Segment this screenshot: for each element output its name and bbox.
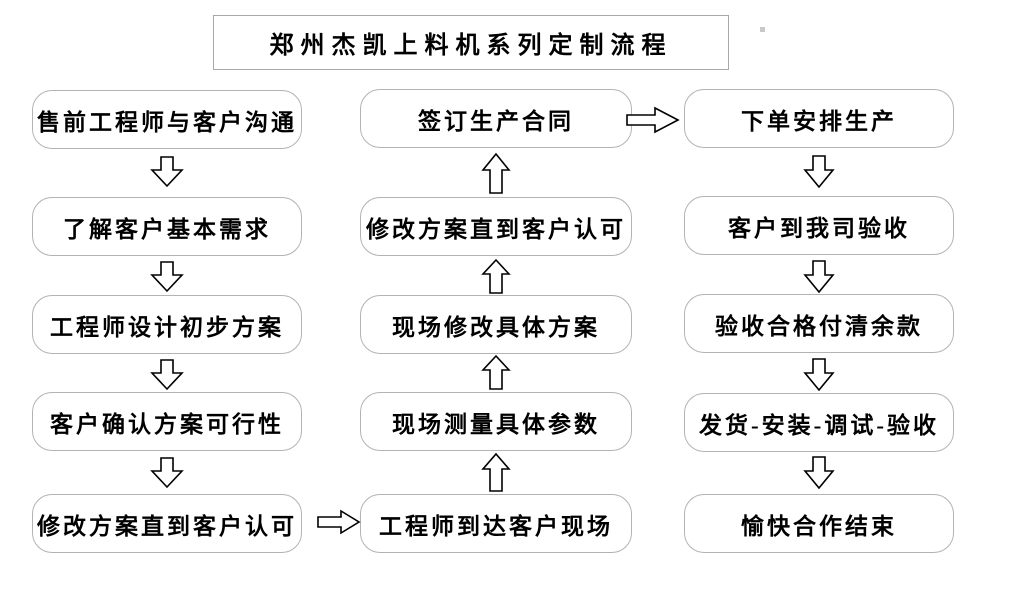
up-arrow-icon [481, 354, 511, 390]
down-arrow-icon [150, 156, 184, 188]
down-arrow-icon [150, 359, 184, 391]
flow-node-schedule-production: 下单安排生产 [684, 89, 954, 148]
down-arrow-icon [803, 155, 835, 189]
up-arrow-icon [481, 452, 511, 492]
flowchart-title: 郑州杰凯上料机系列定制流程 [213, 15, 729, 70]
right-arrow-icon [317, 509, 361, 535]
flow-node-pay-balance: 验收合格付清余款 [684, 294, 954, 353]
flow-node-onsite-measure: 现场测量具体参数 [360, 392, 632, 451]
flow-node-revise-until-approved: 修改方案直到客户认可 [32, 494, 302, 553]
flow-node-confirm-feasibility: 客户确认方案可行性 [32, 392, 302, 451]
flow-node-engineer-arrives: 工程师到达客户现场 [360, 494, 632, 553]
down-arrow-icon [150, 261, 184, 293]
flow-node-revise-until-approved-2: 修改方案直到客户认可 [360, 197, 632, 256]
flow-node-ship-install-debug: 发货-安装-调试-验收 [684, 393, 954, 452]
flow-node-sign-contract: 签订生产合同 [360, 89, 632, 148]
down-arrow-icon [803, 358, 835, 392]
flow-node-presale-communication: 售前工程师与客户沟通 [32, 90, 302, 149]
down-arrow-icon [803, 260, 835, 294]
down-arrow-icon [150, 457, 184, 489]
up-arrow-icon [481, 152, 511, 194]
flow-node-happy-cooperation: 愉快合作结束 [684, 494, 954, 553]
flow-node-onsite-revise-plan: 现场修改具体方案 [360, 295, 632, 354]
flow-node-understand-needs: 了解客户基本需求 [32, 197, 302, 256]
stray-dot-mark [760, 27, 765, 32]
right-arrow-icon [626, 106, 680, 134]
flow-node-initial-design: 工程师设计初步方案 [32, 295, 302, 354]
flow-node-customer-inspection: 客户到我司验收 [684, 196, 954, 255]
up-arrow-icon [481, 258, 511, 294]
down-arrow-icon [803, 456, 835, 490]
